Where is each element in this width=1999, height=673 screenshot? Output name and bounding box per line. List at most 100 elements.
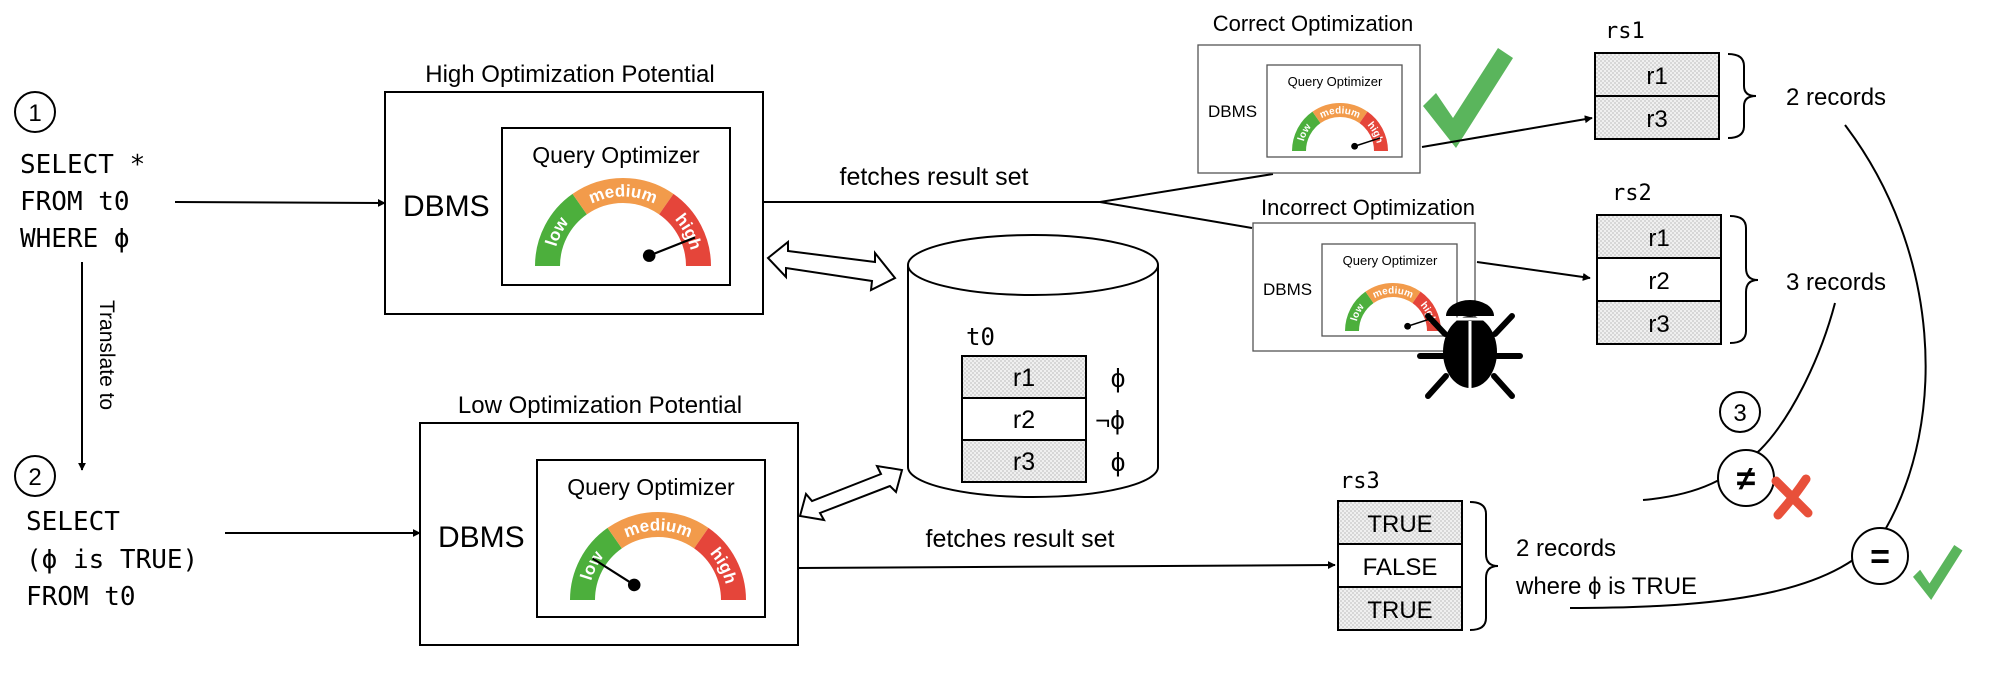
rs3-brace bbox=[1469, 501, 1499, 631]
t0-row-1 bbox=[961, 355, 1087, 399]
gauge-medium-segment bbox=[1365, 283, 1421, 304]
t0-row-2-condition: ¬ϕ bbox=[1095, 405, 1125, 435]
database-cylinder-top bbox=[907, 234, 1159, 296]
rs2-brace bbox=[1729, 215, 1759, 344]
table-t0-name: t0 bbox=[966, 323, 995, 351]
rs2-count: 3 records bbox=[1786, 269, 1886, 296]
result-set-rs1: rs1 r1 r3 2 records bbox=[1594, 19, 1886, 140]
gauge-medium-segment bbox=[1312, 103, 1368, 124]
incorrect-optimization-title: Incorrect Optimization bbox=[1261, 195, 1475, 220]
curve-rs1-to-eq bbox=[1569, 124, 1927, 609]
query-1-line-1: SELECT * bbox=[20, 150, 145, 180]
rs1-row-1-label: r1 bbox=[1646, 63, 1667, 90]
rs2-row-2-label: r2 bbox=[1648, 268, 1669, 295]
gauge-high-segment bbox=[693, 527, 746, 601]
rs3-row-2 bbox=[1337, 543, 1463, 588]
step-2: 2 SELECT (ϕ is TRUE) FROM t0 bbox=[14, 455, 198, 612]
gauge-needle-hub bbox=[1404, 322, 1412, 330]
rs1-brace bbox=[1727, 53, 1757, 139]
high-optimization-title: High Optimization Potential bbox=[425, 61, 714, 88]
low-optimization-dbms: Low Optimization Potential DBMS Query Op… bbox=[419, 392, 799, 646]
rs3-row-2-label: FALSE bbox=[1363, 554, 1438, 581]
query-2-line-3: FROM t0 bbox=[26, 582, 136, 612]
arrow-low-dbms-to-rs3 bbox=[797, 561, 1336, 570]
gauge-medium-segment bbox=[607, 512, 709, 549]
rs2-row-3-label: r3 bbox=[1648, 311, 1669, 338]
rs3-count-line-1: 2 records bbox=[1516, 535, 1616, 562]
check-icon bbox=[1423, 48, 1513, 148]
check-icon bbox=[1913, 545, 1963, 600]
rs2-name: rs2 bbox=[1612, 181, 1652, 206]
rs3-name: rs3 bbox=[1340, 469, 1380, 494]
step-1: 1 SELECT * FROM t0 WHERE ϕ bbox=[14, 91, 145, 254]
rs3-row-3 bbox=[1337, 586, 1463, 631]
incorrect-dbms-label: DBMS bbox=[1263, 280, 1312, 299]
gauge-medium-label: medium bbox=[1371, 285, 1414, 301]
double-arrow-low-db bbox=[798, 464, 904, 522]
fetch-line-to-incorrect bbox=[1099, 201, 1253, 229]
query-2-line-2: (ϕ is TRUE) bbox=[26, 545, 198, 575]
gauge-needle-hub bbox=[627, 578, 641, 592]
query-2-line-1: SELECT bbox=[26, 507, 120, 537]
fetch-label-low: fetches result set bbox=[926, 525, 1115, 553]
step-2-badge bbox=[14, 455, 56, 497]
t0-row-3 bbox=[961, 439, 1087, 483]
rs1-count: 2 records bbox=[1786, 84, 1886, 111]
gauge-high-segment bbox=[1359, 111, 1388, 152]
rs1-name: rs1 bbox=[1605, 19, 1645, 44]
high-optimization-dbms: High Optimization Potential DBMS Query O… bbox=[384, 61, 764, 315]
gauge-low-segment bbox=[1345, 291, 1374, 332]
rs2-row-3 bbox=[1596, 300, 1722, 345]
rs2-row-1-label: r1 bbox=[1648, 225, 1669, 252]
t0-row-1-condition: ϕ bbox=[1111, 363, 1126, 393]
correct-dbms-label: DBMS bbox=[1208, 102, 1257, 121]
gauge-medium-segment bbox=[572, 178, 674, 215]
gauge-low-segment bbox=[570, 527, 623, 601]
result-set-rs3: rs3 TRUE FALSE TRUE 2 records where ϕ is… bbox=[1337, 469, 1697, 631]
high-optimizer-title: Query Optimizer bbox=[532, 142, 700, 168]
database-t0: t0 r1 r2 r3 ϕ ¬ϕ ϕ bbox=[907, 234, 1159, 498]
step-3-number: 3 bbox=[1733, 400, 1746, 427]
gauge-high-segment bbox=[1412, 291, 1441, 332]
gauge-high-segment bbox=[658, 193, 711, 267]
incorrect-optimizer-title: Query Optimizer bbox=[1343, 253, 1438, 268]
low-optimization-title: Low Optimization Potential bbox=[458, 392, 742, 419]
gauge-medium-label: medium bbox=[1318, 105, 1361, 121]
arrow-correct-to-rs1 bbox=[1421, 115, 1593, 148]
fetch-label-high: fetches result set bbox=[840, 163, 1029, 191]
translate-label: Translate to bbox=[95, 300, 118, 410]
low-optimizer-title: Query Optimizer bbox=[567, 474, 735, 500]
equal-symbol: = bbox=[1870, 538, 1890, 576]
gauge-needle bbox=[648, 236, 696, 257]
result-set-rs2: rs2 r1 r2 r3 3 records bbox=[1596, 181, 1886, 345]
double-arrow-high-db bbox=[766, 239, 897, 292]
arrow-query1-to-dbms bbox=[174, 198, 386, 207]
t0-row-2 bbox=[961, 397, 1087, 441]
low-dbms-label: DBMS bbox=[438, 521, 525, 554]
cross-icon bbox=[1771, 474, 1813, 520]
high-dbms-label: DBMS bbox=[403, 190, 490, 223]
step-3-badge bbox=[1719, 391, 1761, 433]
t0-row-3-condition: ϕ bbox=[1111, 447, 1126, 477]
rs1-row-2 bbox=[1594, 95, 1720, 140]
step-2-number: 2 bbox=[28, 464, 41, 491]
equal-badge bbox=[1851, 527, 1909, 585]
t0-row-2-label: r2 bbox=[1013, 406, 1035, 434]
curve-rs2-to-neq bbox=[1642, 302, 1836, 501]
not-equal-symbol: ≠ bbox=[1737, 460, 1756, 498]
gauge-needle bbox=[1354, 137, 1381, 147]
rs3-count-line-2: where ϕ is TRUE bbox=[1515, 573, 1697, 600]
t0-row-3-label: r3 bbox=[1013, 448, 1035, 476]
step-1-number: 1 bbox=[28, 100, 41, 127]
step-1-badge bbox=[14, 91, 56, 133]
rs3-row-1-label: TRUE bbox=[1367, 511, 1432, 538]
query-1-line-2: FROM t0 bbox=[20, 187, 130, 217]
gauge-needle-hub bbox=[1351, 142, 1359, 150]
rs2-row-2 bbox=[1596, 257, 1722, 302]
query-1-line-3: WHERE ϕ bbox=[20, 224, 130, 254]
t0-row-1-label: r1 bbox=[1013, 364, 1035, 392]
gauge-needle bbox=[592, 557, 635, 586]
